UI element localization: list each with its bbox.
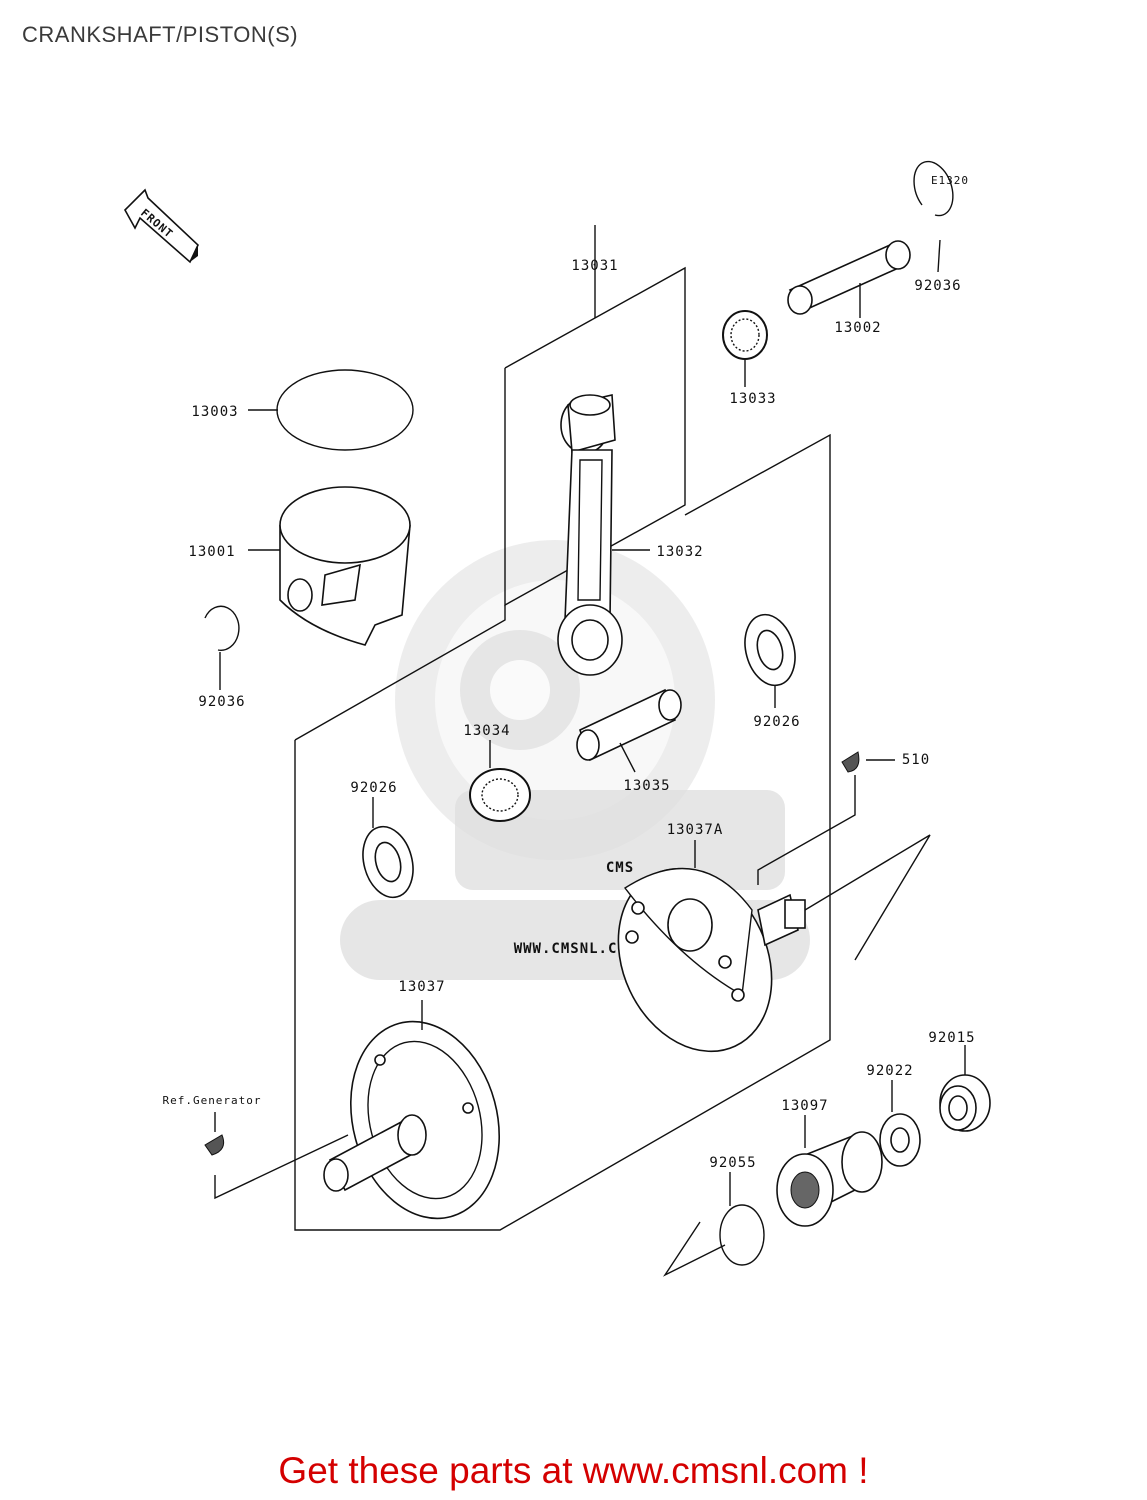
o-ring [662,1172,765,1277]
big-end-bearing [469,740,531,822]
piston-pin-clip-top [913,160,954,273]
label-13037A: 13037A [667,822,724,838]
label-13032: 13032 [656,544,703,560]
label-13097: 13097 [781,1098,828,1114]
washer [879,1080,921,1167]
label-13037: 13037 [398,979,445,995]
footer-cta-link[interactable]: Get these parts at www.cmsnl.com ! [278,1450,869,1491]
label-13035: 13035 [623,778,670,794]
page-title: CRANKSHAFT/PISTON(S) [22,22,299,47]
crank-half-left [323,1000,501,1220]
label-92036-right: 92036 [914,278,961,294]
parts-diagram: CMS WWW.CMSNL.COM FRONT E1320 [124,160,991,1277]
label-92055: 92055 [709,1155,756,1171]
crank-group-line-a [294,605,506,741]
generator-key [204,1112,349,1200]
piston-ring [248,369,414,451]
piston-pin [787,240,911,318]
watermark-brand: CMS [606,860,634,876]
nut [939,1045,991,1132]
label-13001: 13001 [188,544,235,560]
primary-gear [776,1115,883,1227]
small-end-bearing [722,310,768,387]
label-92022: 92022 [866,1063,913,1079]
label-92015: 92015 [928,1030,975,1046]
part-labels: 13031 13003 13001 92036 92036 13002 1303… [162,258,975,1171]
label-92026-right: 92026 [753,714,800,730]
label-13034: 13034 [463,723,510,739]
label-510: 510 [902,752,930,768]
piston-pin-clip-left [204,605,240,690]
label-92036-left: 92036 [198,694,245,710]
label-13002: 13002 [834,320,881,336]
label-13031: 13031 [571,258,618,274]
thrust-washer-right [744,613,796,708]
label-13033: 13033 [729,391,776,407]
front-arrow-icon: FRONT [124,188,199,264]
label-13003: 13003 [191,404,238,420]
watermark-url: WWW.CMSNL.COM [514,941,637,957]
crank-pin [576,688,682,773]
crank-half-right [617,834,931,1053]
label-92026-left: 92026 [350,780,397,796]
conrod-group-outline [504,266,686,607]
connecting-rod [557,394,650,676]
crank-group-outline [294,433,831,1231]
woodruff-key [757,751,895,885]
label-ref-generator: Ref.Generator [162,1094,261,1107]
thrust-washer-left [362,797,414,899]
piston [248,486,411,646]
